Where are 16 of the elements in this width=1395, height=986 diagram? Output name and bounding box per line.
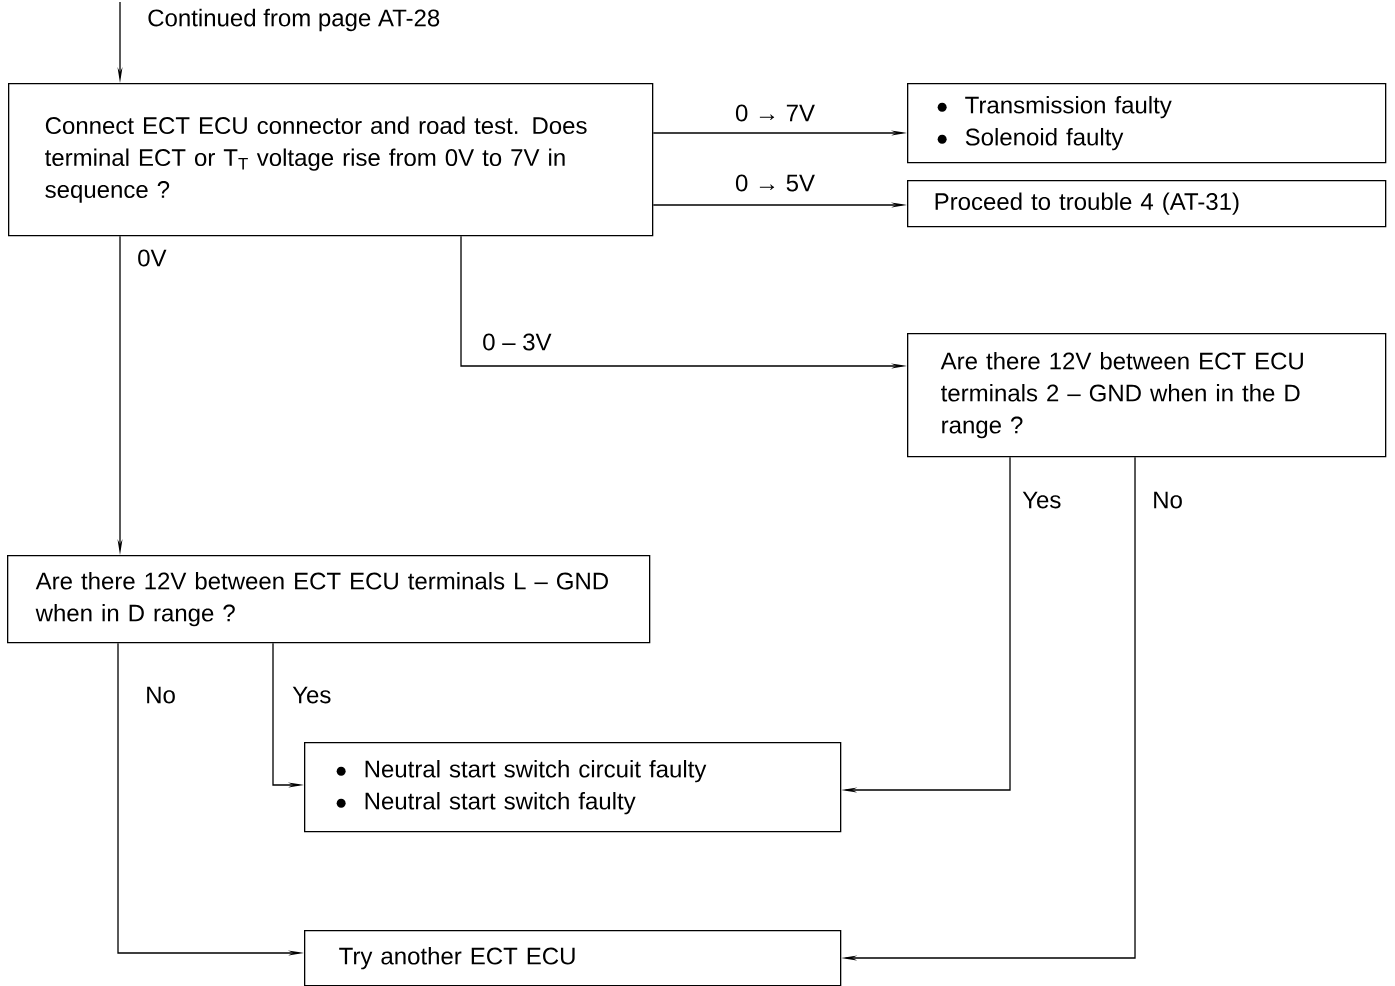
- edge-label: Continued from page AT-28: [145, 6, 443, 34]
- process-box: Proceed to trouble 4 (AT-31): [907, 180, 1387, 228]
- edge-label: 0 – 3V: [480, 331, 554, 353]
- edge-label: Yes: [290, 684, 334, 706]
- edge-label: 0 → 7V: [733, 102, 818, 124]
- process-box: Are there 12V between ECT ECU terminals 2 – GND when in the D range ?: [907, 333, 1387, 458]
- list-box: Transmission faulty Solenoid faulty: [907, 83, 1387, 164]
- edge-label: Yes: [1020, 489, 1064, 511]
- edge-label: 0 → 5V: [733, 172, 818, 194]
- edge-label: 0V: [135, 247, 169, 269]
- list-box: Neutral start switch circuit faulty Neutral start switch faulty: [304, 742, 842, 833]
- edge-label: No: [143, 684, 178, 706]
- process-box: Try another ECT ECU: [304, 930, 842, 986]
- edge-label: No: [1150, 489, 1185, 511]
- process-box: Are there 12V between ECT ECU terminals L – GND when in D range ?: [7, 555, 651, 644]
- process-box: Connect ECT ECU connector and road test. Does terminal ECT or T$_{T}$ voltage rise from 0V to 7V in sequence ?: [8, 83, 654, 237]
